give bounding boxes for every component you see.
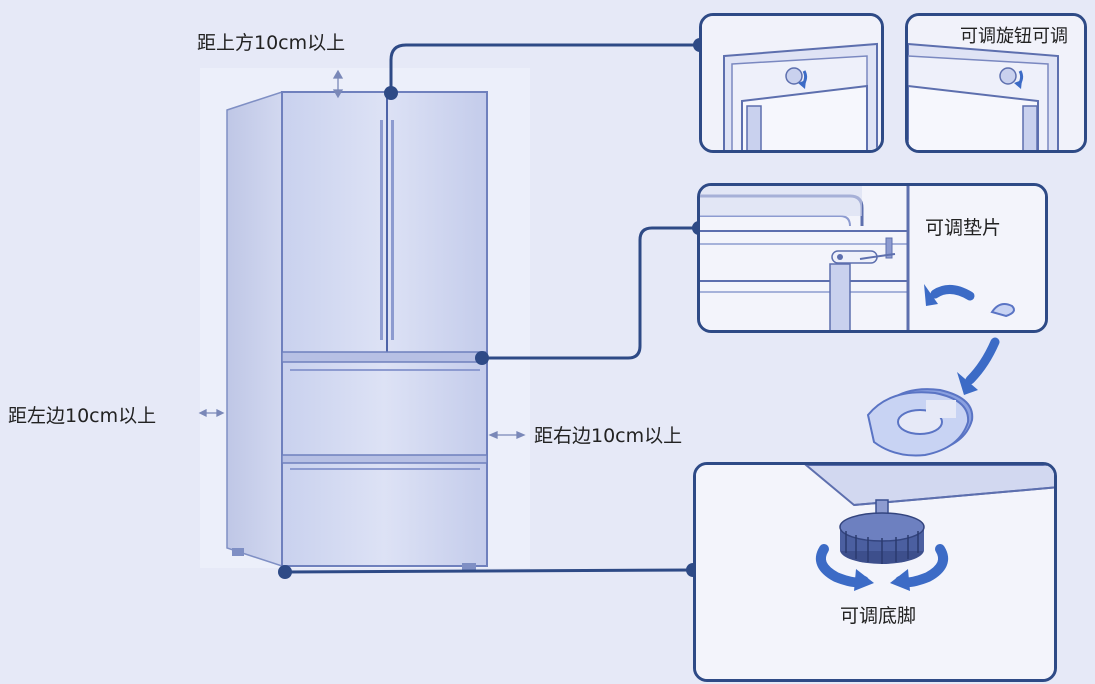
connector-dot	[384, 86, 398, 100]
connector-dot	[278, 565, 292, 579]
foot-label: 可调底脚	[840, 605, 917, 627]
curved-arrow-head	[957, 372, 978, 395]
fridge-side-panel	[226, 90, 283, 568]
knob-detail-panel-left	[699, 13, 884, 153]
right-clearance-label: 距右边10cm以上	[534, 425, 683, 447]
left-door-handle	[380, 120, 383, 340]
connector-top-to-knob	[389, 43, 700, 93]
left-clearance-label: 距左边10cm以上	[8, 405, 157, 427]
connector-dot	[475, 351, 489, 365]
shim-label: 可调垫片	[925, 217, 1002, 239]
fridge-foot-right	[462, 563, 476, 571]
right-door-handle	[391, 120, 394, 340]
top-clearance-label: 距上方10cm以上	[197, 32, 346, 54]
shim-detail-panel: 可调垫片	[697, 183, 1048, 333]
left-clearance-arrow	[198, 408, 225, 418]
knob-detail-panel-right: 可调旋钮可调	[905, 13, 1087, 153]
fridge-foot-left	[232, 548, 244, 556]
foot-detail-panel: 可调底脚	[693, 462, 1057, 682]
connector-door-to-shim	[482, 226, 699, 360]
right-clearance-arrow	[488, 431, 526, 439]
drawer-divider-1	[281, 351, 488, 363]
drawer-divider-2	[281, 454, 488, 464]
fridge-front	[281, 91, 488, 567]
connector-foot-to-panel	[284, 568, 694, 574]
shim-washer-icon	[866, 388, 974, 457]
top-clearance-arrow	[332, 69, 344, 99]
knob-label: 可调旋钮可调	[960, 26, 1068, 47]
curved-arrow-icon	[965, 337, 1000, 385]
